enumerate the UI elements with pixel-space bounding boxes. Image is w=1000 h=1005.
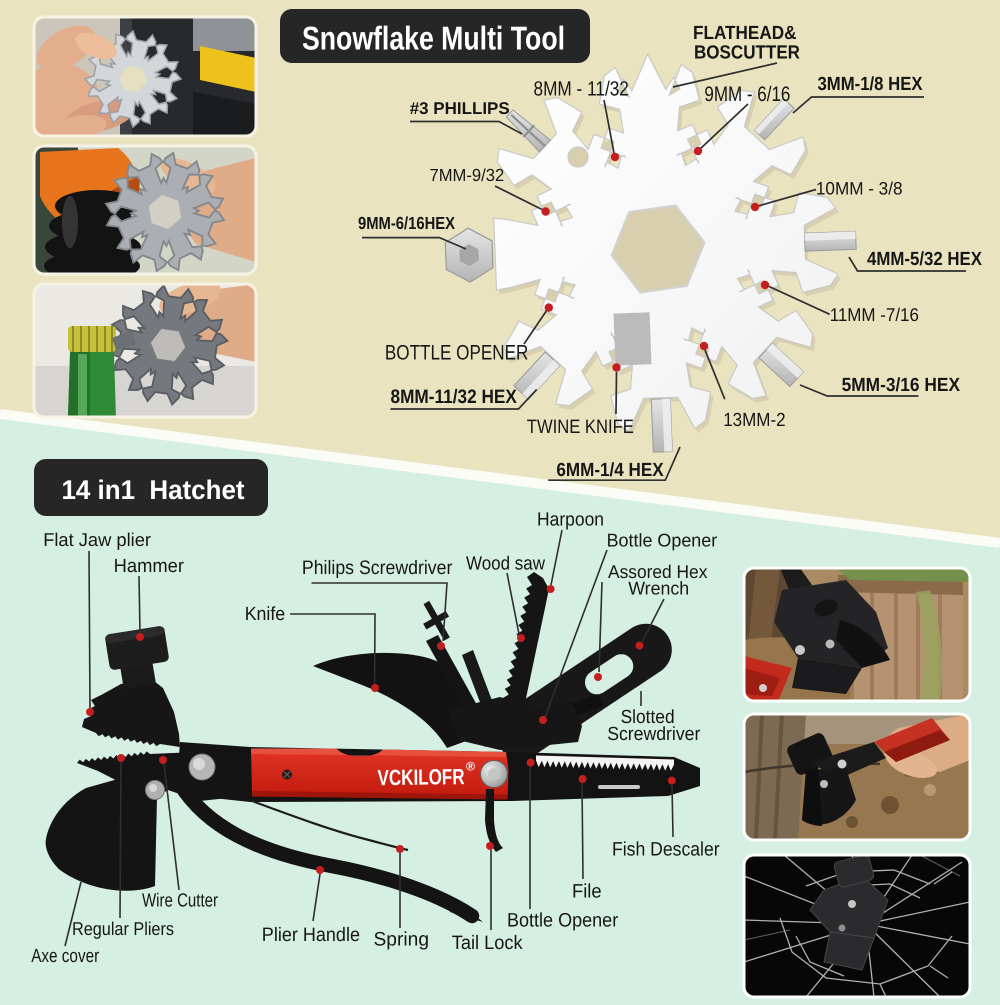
svg-text:13MM-2: 13MM-2 [723,410,785,431]
svg-text:Tail Lock: Tail Lock [452,932,523,954]
svg-text:Regular Pliers: Regular Pliers [72,918,174,939]
svg-text:14 in1 Hatchet: 14 in1 Hatchet [62,475,245,505]
svg-text:Knife: Knife [245,604,286,625]
svg-text:11MM -7/16: 11MM -7/16 [830,304,919,325]
svg-text:10MM - 3/8: 10MM - 3/8 [816,179,903,199]
svg-text:Wrench: Wrench [628,578,689,599]
svg-text:5MM-3/16 HEX: 5MM-3/16 HEX [842,375,961,396]
svg-text:VCKILOFR: VCKILOFR [377,764,464,790]
svg-text:Wood saw: Wood saw [466,554,545,575]
svg-text:Axe cover: Axe cover [31,946,100,967]
svg-text:Flat Jaw plier: Flat Jaw plier [43,529,151,550]
svg-text:Bottle Opener: Bottle Opener [507,910,619,932]
svg-text:3MM-1/8 HEX: 3MM-1/8 HEX [818,74,923,95]
svg-text:7MM-9/32: 7MM-9/32 [430,165,505,185]
svg-text:6MM-1/4 HEX: 6MM-1/4 HEX [556,460,664,481]
svg-text:®: ® [466,759,476,773]
svg-text:Plier Handle: Plier Handle [262,924,360,946]
svg-text:TWINE KNIFE: TWINE KNIFE [527,416,634,438]
svg-text:8MM-11/32 HEX: 8MM-11/32 HEX [391,386,517,408]
svg-text:BOSCUTTER: BOSCUTTER [694,43,800,64]
svg-text:4MM-5/32 HEX: 4MM-5/32 HEX [867,249,982,270]
svg-text:Fish Descaler: Fish Descaler [612,839,720,861]
svg-text:Harpoon: Harpoon [537,510,604,531]
svg-text:Hammer: Hammer [114,556,185,577]
svg-text:File: File [572,881,602,903]
svg-text:Assored Hex: Assored Hex [608,561,708,582]
svg-text:9MM-6/16HEX: 9MM-6/16HEX [358,213,455,233]
svg-text:FLATHEAD&: FLATHEAD& [693,23,797,44]
svg-text:Spring: Spring [374,929,430,951]
svg-text:BOTTLE OPENER: BOTTLE OPENER [385,342,529,365]
svg-text:Wire Cutter: Wire Cutter [142,891,219,912]
svg-text:8MM - 11/32: 8MM - 11/32 [534,77,629,100]
svg-text:Slotted: Slotted [621,707,675,728]
svg-text:Snowflake Multi Tool: Snowflake Multi Tool [302,20,565,57]
svg-text:#3 PHILLIPS: #3 PHILLIPS [410,99,510,118]
svg-text:Philips Screwdriver: Philips Screwdriver [302,557,453,579]
svg-text:Bottle Opener: Bottle Opener [607,530,718,551]
svg-text:Screwdriver: Screwdriver [607,724,701,745]
svg-text:9MM - 6/16: 9MM - 6/16 [704,83,790,106]
